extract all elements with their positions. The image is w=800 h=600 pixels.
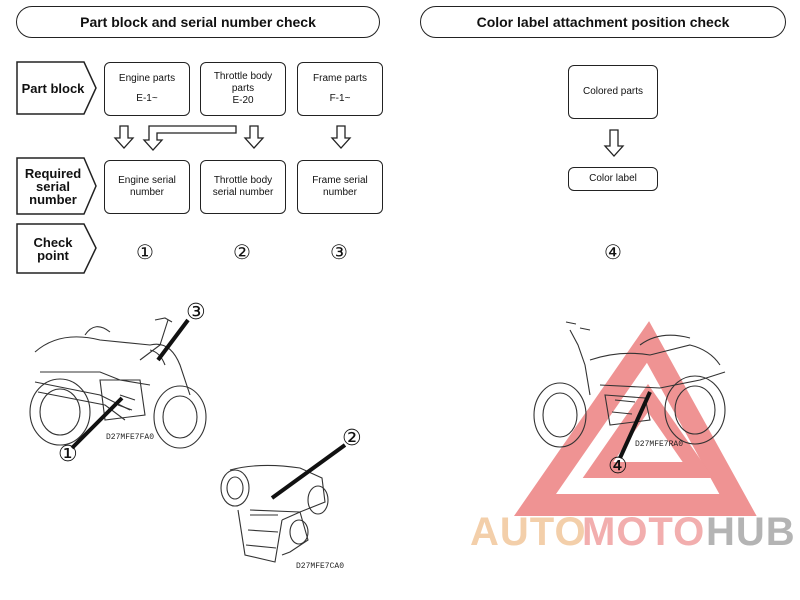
part-block-label-shape: [16, 61, 97, 115]
part-block-frame-code: F-1~: [329, 93, 351, 104]
throttle-body-illustration: [220, 464, 329, 563]
row-label-check-point: Check point: [17, 224, 89, 273]
callout-throttle-marker: ②: [342, 426, 362, 451]
row-label-required-serial: Required serial number: [17, 158, 89, 214]
callout-engine-marker: ①: [58, 442, 78, 467]
row-label-check-line2: point: [37, 247, 69, 263]
colored-parts-box: Colored parts: [568, 65, 658, 119]
row-label-required-line1: Required: [24, 165, 82, 181]
check-point-1: ①: [136, 240, 154, 264]
right-section-header: Color label attachment position check: [420, 6, 786, 38]
colored-parts-text: Colored parts: [582, 86, 644, 97]
arrow-frame: [330, 125, 352, 149]
part-block-throttle-code: E-20: [232, 95, 254, 106]
part-block-engine-code: E-1~: [136, 93, 158, 104]
arrow-color: [603, 129, 625, 157]
callout-line-engine: [70, 396, 124, 450]
watermark-moto: MOTO: [582, 510, 706, 554]
arrow-throttle: [243, 125, 265, 149]
part-block-engine: Engine parts E-1~: [104, 62, 190, 116]
check-point-label-shape: [16, 223, 97, 274]
row-label-required-line2: serial: [36, 178, 70, 194]
callout-line-label: [618, 391, 652, 459]
check-point-4: ④: [604, 240, 622, 264]
arrow-engine: [113, 125, 135, 149]
serial-frame-text: Frame serial number: [312, 175, 368, 198]
part-block-frame: Frame parts F-1~: [297, 62, 383, 116]
callout-line-throttle: [270, 443, 347, 500]
color-label-box: Color label: [568, 167, 658, 191]
motorcycle-right-illustration: [533, 321, 726, 448]
row-label-part-block-text: Part block: [21, 80, 85, 96]
motorcycle-left-code: D27MFE7FA0: [106, 433, 155, 442]
watermark-triangle: [513, 321, 757, 516]
part-block-frame-name: Frame parts: [313, 73, 367, 84]
serial-box-throttle: Throttle body serial number: [200, 160, 286, 214]
check-point-3: ③: [330, 240, 348, 264]
part-block-throttle: Throttle body parts E-20: [200, 62, 286, 116]
row-label-check-line1: Check: [33, 234, 73, 250]
throttle-code: D27MFE7CA0: [296, 562, 345, 571]
part-block-engine-name: Engine parts: [118, 73, 176, 84]
callout-line-frame: [156, 318, 190, 362]
right-section-title: Color label attachment position check: [476, 14, 730, 30]
watermark-auto: AUTO: [470, 510, 587, 554]
row-label-part-block: Part block: [17, 62, 89, 114]
callout-frame-marker: ③: [186, 300, 206, 325]
watermark-hub: HUB: [706, 510, 796, 554]
serial-box-engine: Engine serial number: [104, 160, 190, 214]
serial-engine-text: Engine serial number: [118, 175, 176, 198]
check-point-2: ②: [233, 240, 251, 264]
left-section-title: Part block and serial number check: [80, 14, 316, 30]
callout-lines-left: [70, 318, 190, 450]
color-label-text: Color label: [589, 173, 637, 184]
serial-throttle-text: Throttle body serial number: [212, 175, 274, 198]
motorcycle-right-code: D27MFE7RA0: [635, 440, 684, 449]
arrow-throttle-to-engine: [142, 125, 237, 151]
part-block-throttle-name: Throttle body parts: [213, 71, 273, 94]
watermark-logo: AUTO MOTO HUB: [470, 510, 800, 560]
callout-label-marker: ④: [608, 454, 628, 479]
left-section-header: Part block and serial number check: [16, 6, 380, 38]
required-serial-label-shape: [16, 157, 97, 215]
row-label-required-line3: number: [29, 191, 77, 207]
serial-box-frame: Frame serial number: [297, 160, 383, 214]
motorcycle-left-illustration: [29, 317, 207, 449]
